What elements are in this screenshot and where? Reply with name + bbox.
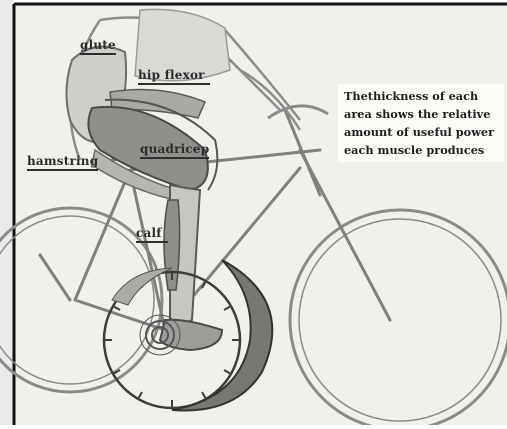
label-hamstring: hamstring	[27, 154, 98, 171]
label-glute-text: glute	[80, 38, 116, 52]
explanation-note: Thethickness of each area shows the rela…	[338, 84, 504, 162]
note-line-3: amount of useful power	[344, 123, 500, 141]
note-line-2: area shows the relative	[344, 105, 500, 123]
label-calf: calf	[136, 226, 168, 243]
label-hamstring-text: hamstring	[27, 154, 98, 168]
label-quadricep-underline	[140, 157, 209, 159]
label-calf-underline	[136, 241, 168, 243]
note-line-4: each muscle produces	[344, 141, 500, 159]
label-hip-flexor: hip flexor	[138, 68, 210, 85]
label-hip-flexor-underline	[138, 83, 210, 85]
label-hamstring-underline	[27, 169, 98, 171]
label-glute-underline	[80, 53, 116, 55]
label-hip-flexor-text: hip flexor	[138, 68, 210, 82]
label-calf-text: calf	[136, 226, 168, 240]
note-line-1: Thethickness of each	[344, 87, 500, 105]
label-glute: glute	[80, 38, 116, 55]
label-quadricep: quadricep	[140, 142, 209, 159]
label-quadricep-text: quadricep	[140, 142, 209, 156]
